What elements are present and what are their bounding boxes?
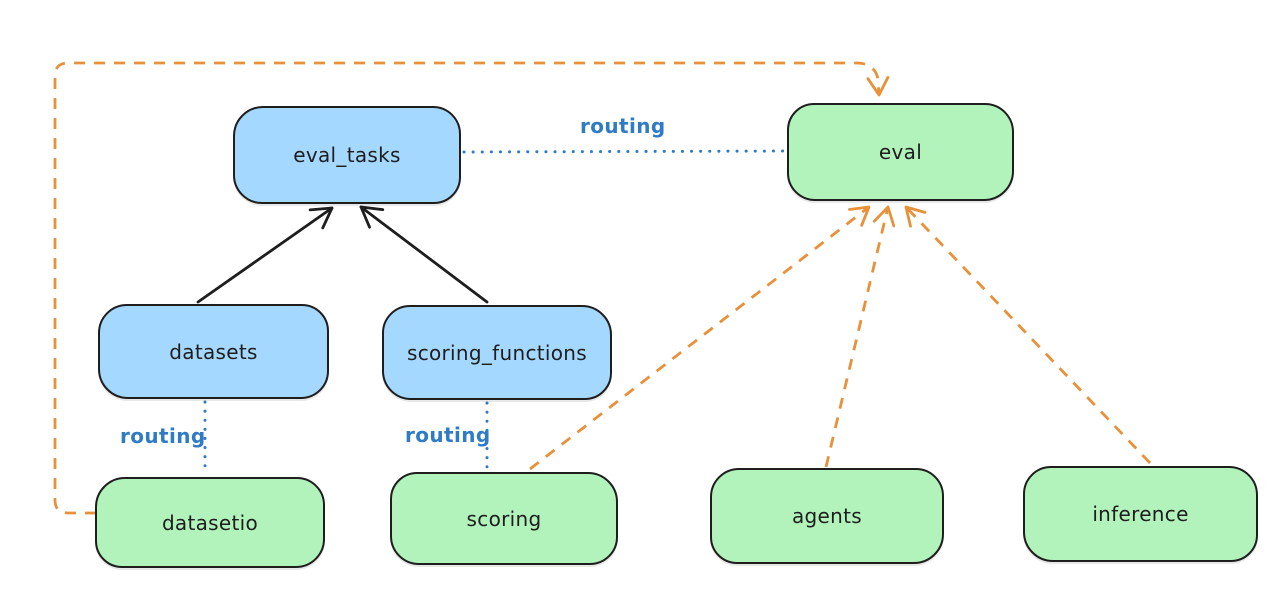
edge-inference-to-eval — [904, 205, 1152, 464]
node-scoring-functions: scoring_functions — [382, 305, 612, 400]
node-datasetio-label: datasetio — [161, 510, 259, 535]
node-inference: inference — [1023, 466, 1258, 562]
edge-label-routing-scoring: routing — [405, 423, 491, 447]
node-eval-label: eval — [878, 140, 923, 164]
node-eval-tasks: eval_tasks — [233, 106, 461, 204]
node-scoring-functions-label: scoring_functions — [406, 340, 588, 365]
edge-label-routing-top: routing — [580, 114, 666, 138]
node-agents: agents — [710, 468, 944, 564]
edge-datasets-to-eval-tasks — [196, 206, 334, 304]
node-eval-tasks-label: eval_tasks — [293, 143, 401, 167]
node-agents-label: agents — [792, 504, 862, 528]
edge-datasetio-to-eval — [53, 61, 890, 515]
edge-routing-eval-tasks-to-eval — [462, 149, 787, 154]
node-scoring: scoring — [390, 472, 618, 565]
edge-agents-to-eval — [824, 205, 896, 468]
node-inference-label: inference — [1092, 502, 1189, 526]
node-eval: eval — [787, 103, 1014, 201]
edge-label-routing-datasetio: routing — [120, 424, 206, 448]
node-scoring-label: scoring — [466, 506, 542, 531]
edge-scoring-functions-to-eval-tasks — [359, 205, 489, 304]
node-datasets: datasets — [98, 304, 329, 399]
node-datasetio: datasetio — [95, 477, 325, 568]
node-datasets-label: datasets — [169, 339, 258, 364]
